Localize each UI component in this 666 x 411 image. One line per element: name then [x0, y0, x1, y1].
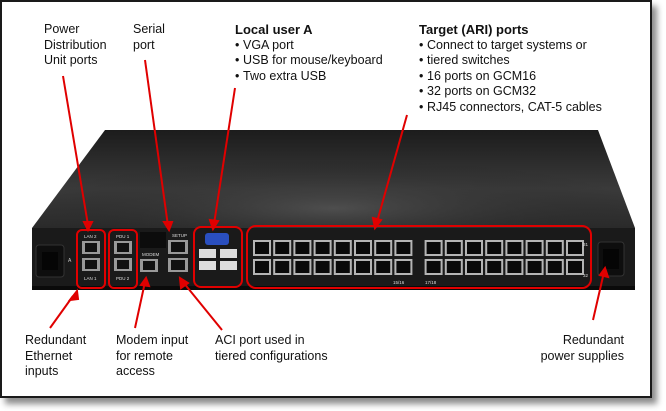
- arrow-aci: [182, 281, 223, 331]
- callout-power: Redundant power supplies: [541, 333, 624, 364]
- callout-item: VGA port: [235, 38, 383, 54]
- target-port-socket: [426, 261, 441, 273]
- callout-line: Redundant: [562, 333, 624, 347]
- callout-line: Ethernet: [25, 348, 73, 363]
- callout-line: Power: [44, 22, 80, 36]
- callout-line: power supplies: [540, 348, 624, 363]
- arrow-modem: [134, 281, 146, 329]
- target-port-socket: [547, 261, 562, 273]
- target-port-socket: [467, 242, 481, 254]
- callout-item-continued: tiered switches: [419, 53, 602, 69]
- arrow-power: [592, 271, 605, 321]
- local-user-ports-highlight: [193, 226, 243, 288]
- target-port-socket: [426, 242, 441, 254]
- callout-item-text: tiered switches: [427, 53, 510, 67]
- target-port-socket: [568, 261, 582, 273]
- callout-line: port: [133, 37, 155, 52]
- callout-item: 16 ports on GCM16: [419, 69, 602, 85]
- target-port-socket: [356, 242, 370, 254]
- target-port-socket: [335, 242, 350, 254]
- target-port-socket: [376, 261, 391, 273]
- callout-line: Distribution: [44, 37, 107, 52]
- target-port-socket: [467, 261, 481, 273]
- callout-line: tiered configurations: [215, 348, 328, 363]
- usb-port: [199, 261, 216, 270]
- callout-item: 32 ports on GCM32: [419, 84, 602, 100]
- port-32-label: 32: [583, 273, 589, 278]
- target-port-socket: [315, 242, 330, 254]
- callout-serial: Serial port: [133, 22, 165, 53]
- modem-label: MODEM: [142, 252, 160, 257]
- target-port-socket: [335, 261, 350, 273]
- target-port-socket: [527, 261, 542, 273]
- target-port-socket: [446, 242, 461, 254]
- arrow-serial: [144, 59, 169, 227]
- target-port-socket: [275, 261, 290, 273]
- target-port-socket: [295, 261, 310, 273]
- target-port-socket: [487, 261, 502, 273]
- target-port-socket: [315, 261, 330, 273]
- setup-label: SETUP: [172, 233, 187, 238]
- target-port-socket: [295, 242, 310, 254]
- target-port-grid: [253, 240, 584, 275]
- callout-line: for remote: [116, 348, 173, 363]
- target-port-socket: [396, 261, 411, 273]
- callout-line: Modem input: [116, 333, 189, 347]
- port-31-label: 31: [583, 242, 589, 247]
- target-port-socket: [527, 242, 542, 254]
- callout-item: Two extra USB: [235, 69, 383, 85]
- callout-ethernet: Redundant Ethernet inputs: [25, 333, 86, 380]
- callout-item: USB for mouse/keyboard: [235, 53, 383, 69]
- arrow-target-ports: [376, 114, 408, 223]
- callout-item: Connect to target systems or: [419, 38, 602, 54]
- target-port-socket: [507, 242, 522, 254]
- callout-arrows: [49, 59, 610, 331]
- pdu1-label: PDU 1: [116, 234, 130, 239]
- arrow-pdu: [62, 75, 89, 226]
- target-port-socket: [376, 242, 391, 254]
- target-port-socket: [568, 242, 582, 254]
- lan-ports-highlight: [76, 229, 106, 289]
- target-port-socket: [255, 242, 269, 254]
- pdu2-label: PDU 2: [116, 276, 130, 281]
- arrow-ethernet: [49, 295, 74, 329]
- target-port-socket: [446, 261, 461, 273]
- usb-port: [199, 249, 216, 258]
- usb-port: [220, 249, 237, 258]
- port-1516-label: 15/16: [393, 280, 405, 285]
- target-port-socket: [487, 242, 502, 254]
- target-port-socket: [396, 242, 411, 254]
- callout-modem: Modem input for remote access: [116, 333, 188, 380]
- callout-local-user: Local user A VGA port USB for mouse/keyb…: [235, 22, 383, 84]
- pdu-ports-highlight: [108, 229, 138, 289]
- callout-target-ports: Target (ARI) ports Connect to target sys…: [419, 22, 602, 115]
- callout-line: Redundant: [25, 333, 87, 347]
- target-port-socket: [547, 242, 562, 254]
- target-port-socket: [507, 261, 522, 273]
- lan1-label: LAN 1: [84, 276, 97, 281]
- callout-line: access: [116, 364, 155, 378]
- callout-pdu: Power Distribution Unit ports: [44, 22, 107, 69]
- arrow-local-user: [213, 87, 236, 225]
- target-port-socket: [275, 242, 290, 254]
- callout-title: Local user A: [235, 22, 313, 37]
- target-ports-highlight: [246, 225, 592, 289]
- target-port-socket: [255, 261, 269, 273]
- usb-port: [220, 261, 237, 270]
- callout-title: Target (ARI) ports: [419, 22, 529, 37]
- callout-line: inputs: [25, 364, 59, 378]
- callout-line: ACI port used in: [215, 333, 305, 347]
- lan2-label: LAN 2: [84, 234, 97, 239]
- callout-item: RJ45 connectors, CAT-5 cables: [419, 100, 602, 116]
- target-port-socket: [356, 261, 370, 273]
- side-a-label: A: [68, 258, 72, 264]
- callout-line: Serial: [133, 22, 165, 36]
- callout-aci: ACI port used in tiered configurations: [215, 333, 328, 364]
- vga-port: [205, 233, 229, 245]
- port-1718-label: 17/18: [425, 280, 437, 285]
- callout-line: Unit ports: [44, 53, 98, 67]
